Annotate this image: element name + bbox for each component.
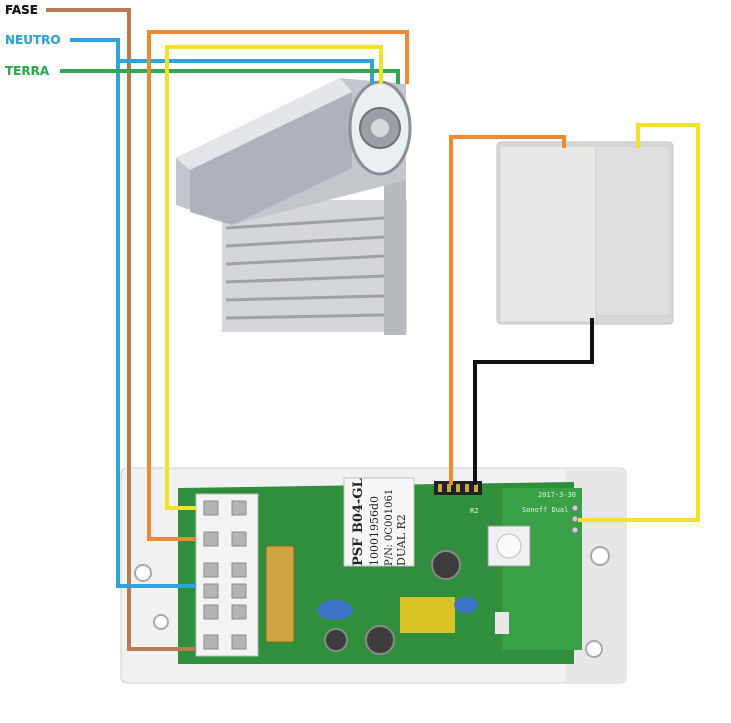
wire-terra xyxy=(60,69,400,84)
sticker-line2: 10001956d0 xyxy=(368,496,381,566)
terra-label: TERRA xyxy=(5,64,50,78)
wire-yellow-motor xyxy=(165,45,383,510)
shutter-guide-rail xyxy=(384,175,406,335)
fase-label: FASE xyxy=(5,3,38,17)
wire-neutro xyxy=(70,38,196,588)
header-label: R2 xyxy=(470,507,478,515)
sticker-line3: P/N: 0C001061 xyxy=(384,489,395,566)
roller-shutter-motor xyxy=(176,78,412,335)
neutro-label: NEUTRO xyxy=(5,33,61,47)
fase-label-top: FASE xyxy=(5,3,38,17)
sticker-line1: PSF B04-GL xyxy=(351,478,366,566)
sticker-line4: DUAL R2 xyxy=(395,514,408,566)
relay-sticker xyxy=(343,477,415,567)
brand-text: Sonoff Dual xyxy=(522,506,568,514)
sonoff-dual-module: 2017-3-30 R2 Sonoff Dual PSF B04-GL 1000… xyxy=(120,467,627,684)
wire-fase xyxy=(46,8,196,651)
wire-orange-motor xyxy=(147,30,409,541)
wire-yellow-switch xyxy=(578,123,700,522)
double-wall-switch xyxy=(496,141,674,325)
switch-rocker-right xyxy=(595,145,671,317)
date-text: 2017-3-30 xyxy=(538,491,576,499)
wire-neutro-motor xyxy=(118,59,374,84)
wire-orange-switch xyxy=(449,135,566,485)
wires xyxy=(46,8,700,651)
switch-rocker-left xyxy=(499,145,597,323)
wire-black-switch xyxy=(473,318,594,485)
neutro-label-top: NEUTRO xyxy=(5,33,61,47)
terra-label-top: TERRA xyxy=(5,64,50,78)
shutter-slats xyxy=(225,216,385,320)
